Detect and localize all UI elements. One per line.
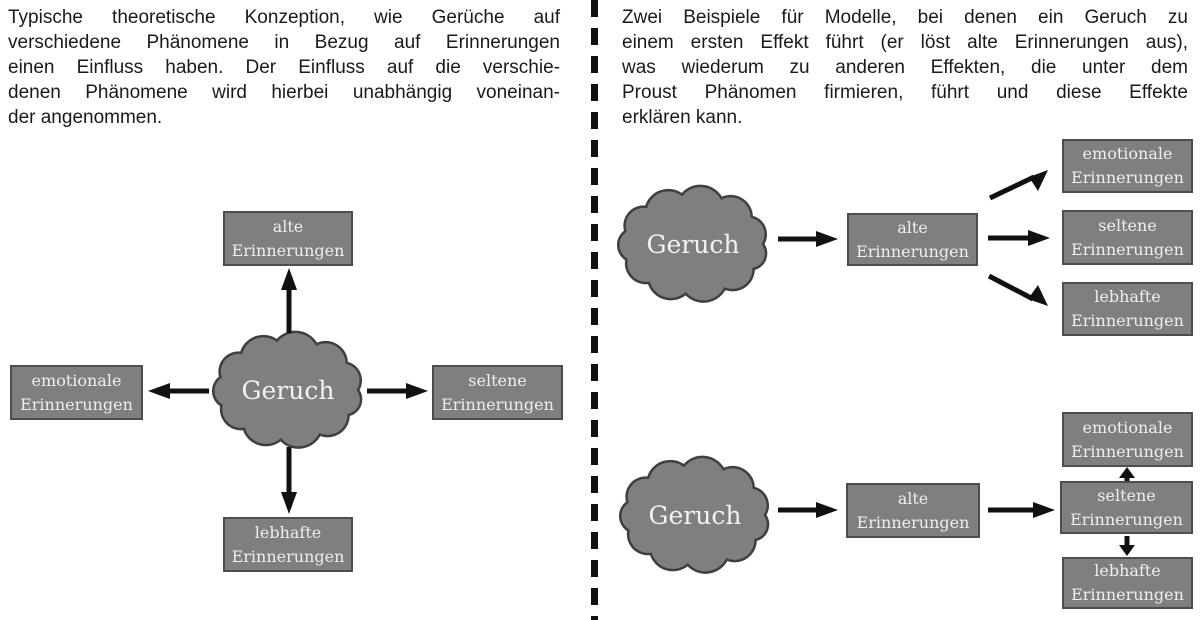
paragraph-line: was wiederum zu anderen Effekten, die un… <box>622 57 1188 78</box>
box-label-line2: Erinnerungen <box>1071 168 1184 187</box>
box-lebhafte-erinnerungen: lebhafte Erinnerungen <box>223 517 353 572</box>
arrow-cloud-to-seltene-right <box>367 383 428 399</box>
geruch-cloud-label: Geruch <box>647 230 740 259</box>
box-label-line1: emotionale <box>1082 417 1173 437</box>
box-emotionale-erinnerungen-model1: emotionale Erinnerungen <box>1062 139 1193 193</box>
box-label-line2: Erinnerungen <box>441 394 554 414</box>
arrow-cloud-to-alte-model2 <box>778 502 838 518</box>
arrow-seltene-to-lebhafte-down <box>1119 536 1135 556</box>
box-emotionale-erinnerungen: emotionale Erinnerungen <box>10 365 143 420</box>
box-label-line1: seltene <box>1097 485 1156 505</box>
paragraph-line: Proust Phänomen firmieren, führt und die… <box>622 82 1188 103</box>
arrow-cloud-to-alte-up <box>281 268 297 333</box>
paragraph-line: erklären kann. <box>622 107 743 128</box>
box-label-line2: Erinnerungen <box>856 241 969 261</box>
box-alte-erinnerungen-model2: alte Erinnerungen <box>846 483 980 538</box>
left-panel-description: Typische theoretische Konzeption, wie Ge… <box>8 5 560 130</box>
box-label-line2: Erinnerungen <box>1070 509 1183 529</box>
box-label-line1: alte <box>897 488 929 508</box>
box-label-line2: Erinnerungen <box>1071 585 1184 604</box>
box-label-line1: emotionale <box>1082 144 1173 163</box>
box-emotionale-erinnerungen-model2: emotionale Erinnerungen <box>1062 412 1193 467</box>
paragraph-line: denen Phänomene wird hierbei unabhängig … <box>8 82 560 103</box>
box-label-line2: Erinnerungen <box>1071 441 1184 461</box>
box-label-line1: lebhafte <box>1094 561 1161 580</box>
box-seltene-erinnerungen-model1: seltene Erinnerungen <box>1062 210 1193 265</box>
geruch-cloud-label: Geruch <box>242 376 335 405</box>
box-label-line2: Erinnerungen <box>231 546 345 566</box>
box-label-line1: seltene <box>1098 215 1157 235</box>
paragraph-line: verschiedene Phänomene in Bezug auf Erin… <box>8 32 560 53</box>
box-seltene-erinnerungen: seltene Erinnerungen <box>432 365 563 420</box>
paragraph-line: Zwei Beispiele für Modelle, bei denen ei… <box>622 7 1188 28</box>
arrow-cloud-to-emotionale-left <box>148 383 209 399</box>
paragraph-line: Typische theoretische Konzeption, wie Ge… <box>8 7 560 28</box>
paragraph-line: einem ersten Effekt führt (er löst alte … <box>622 32 1188 53</box>
paragraph-line: der angenommen. <box>8 107 163 128</box>
box-label-line1: lebhafte <box>254 522 322 542</box>
box-seltene-erinnerungen-model2: seltene Erinnerungen <box>1060 481 1193 534</box>
box-label-line1: emotionale <box>31 370 122 390</box>
box-label-line1: alte <box>272 216 304 236</box>
arrow-alte-to-emotionale-model1 <box>988 170 1048 201</box>
right-panel-description: Zwei Beispiele für Modelle, bei denen ei… <box>622 5 1188 130</box>
box-label-line1: alte <box>897 217 928 237</box>
panel-divider-dashed-line <box>591 0 598 620</box>
geruch-cloud-label: Geruch <box>649 501 742 530</box>
box-alte-erinnerungen-model1: alte Erinnerungen <box>847 213 978 266</box>
box-label-line2: Erinnerungen <box>231 240 345 260</box>
arrow-alte-to-seltene-model2 <box>988 502 1055 518</box>
box-alte-erinnerungen: alte Erinnerungen <box>223 211 353 266</box>
box-label-line2: Erinnerungen <box>1071 239 1184 259</box>
arrow-cloud-to-lebhafte-down <box>281 447 297 514</box>
paragraph-line: einen Einfluss haben. Der Einfluss auf d… <box>8 57 560 78</box>
arrow-seltene-to-emotionale-up <box>1119 467 1135 481</box>
arrow-alte-to-seltene-model1 <box>988 230 1050 246</box>
box-label-line2: Erinnerungen <box>1071 311 1184 330</box>
box-label-line2: Erinnerungen <box>20 394 133 414</box>
box-lebhafte-erinnerungen-model2: lebhafte Erinnerungen <box>1062 557 1193 609</box>
box-lebhafte-erinnerungen-model1: lebhafte Erinnerungen <box>1062 282 1193 336</box>
box-label-line1: seltene <box>468 370 527 390</box>
arrow-cloud-to-alte-model1 <box>778 231 838 247</box>
box-label-line1: lebhafte <box>1094 287 1161 306</box>
arrow-alte-to-lebhafte-model1 <box>987 273 1048 306</box>
box-label-line2: Erinnerungen <box>856 512 970 532</box>
